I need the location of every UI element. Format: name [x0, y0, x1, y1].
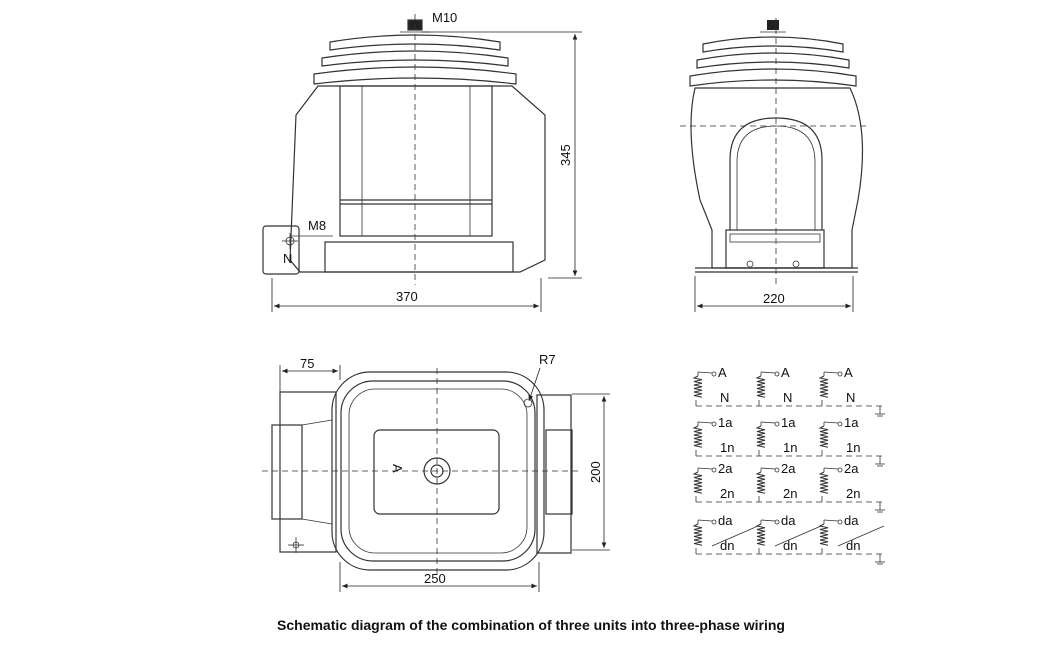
winding-coil-icon — [755, 523, 766, 546]
wiring-bottom-label: N — [783, 390, 792, 405]
winding-coil-icon — [692, 375, 703, 398]
winding-coil-icon — [818, 425, 829, 448]
front-height-label: 345 — [558, 144, 573, 166]
delta-link — [774, 525, 822, 547]
wiring-top-label: 1a — [844, 415, 859, 430]
front-body — [289, 85, 546, 273]
delta-link — [711, 525, 759, 547]
wiring-top-label: 2a — [718, 461, 733, 476]
front-view: N M8 M10 345 370 — [262, 10, 582, 312]
wiring-top-label: A — [718, 365, 727, 380]
wiring-bottom-label: dn — [846, 538, 860, 553]
top-view: A R7 75 200 250 — [262, 352, 610, 592]
top-terminal-label: A — [390, 464, 405, 473]
side-top-bolt-icon — [767, 20, 779, 30]
top-ground-icon — [292, 541, 300, 549]
winding-coil-icon — [692, 425, 703, 448]
wiring-bottom-label: N — [720, 390, 729, 405]
ground-block — [262, 225, 300, 275]
wiring-top-label: 1a — [781, 415, 796, 430]
winding-coil-icon — [755, 471, 766, 494]
wiring-bottom-label: 1n — [783, 440, 797, 455]
left-flange — [279, 391, 337, 553]
terminal-dot-icon — [711, 467, 717, 473]
front-terminal-label: N — [283, 251, 292, 266]
winding-coil-icon — [692, 523, 703, 546]
ground-bolt-label: M8 — [308, 218, 326, 233]
terminal-dot-icon — [711, 421, 717, 427]
wiring-bottom-label: 2n — [720, 486, 734, 501]
wiring-top-label: da — [781, 513, 796, 528]
wiring-top-label: da — [718, 513, 733, 528]
delta-link — [837, 525, 885, 547]
winding-coil-icon — [818, 471, 829, 494]
wiring-bottom-label: 2n — [783, 486, 797, 501]
winding-coil-icon — [755, 375, 766, 398]
wiring-schematic: ANANAN1a1n1a1n1a1n2a2n2a2n2a2ndadndadnda… — [692, 365, 885, 565]
wiring-bottom-label: 1n — [846, 440, 860, 455]
winding-coil-icon — [755, 425, 766, 448]
right-flange — [536, 394, 572, 554]
front-base-plate — [324, 241, 514, 273]
terminal-dot-icon — [837, 371, 843, 377]
wiring-bottom-label: 2n — [846, 486, 860, 501]
left-boss — [271, 424, 303, 520]
terminal-dot-icon — [837, 421, 843, 427]
winding-coil-icon — [818, 523, 829, 546]
top-inner-window — [373, 429, 500, 515]
side-body — [690, 87, 864, 269]
wiring-bottom-label: 1n — [720, 440, 734, 455]
shed-bottom — [313, 66, 517, 85]
wiring-bottom-label: dn — [783, 538, 797, 553]
front-core-window — [339, 85, 493, 237]
wiring-top-label: A — [844, 365, 853, 380]
wiring-bottom-label: N — [846, 390, 855, 405]
terminal-dot-icon — [837, 519, 843, 525]
caption: Schematic diagram of the combination of … — [277, 617, 785, 633]
radius-label: R7 — [539, 352, 556, 367]
shed-top — [329, 34, 501, 51]
wiring-top-label: A — [781, 365, 790, 380]
terminal-dot-icon — [711, 371, 717, 377]
top-width-label: 250 — [424, 571, 446, 586]
wiring-top-label: 1a — [718, 415, 733, 430]
shed-middle — [321, 50, 509, 67]
wiring-bottom-label: dn — [720, 538, 734, 553]
wiring-top-label: da — [844, 513, 859, 528]
side-view: 220 — [680, 18, 866, 312]
flange-dim-label: 75 — [300, 356, 314, 371]
winding-coil-icon — [692, 471, 703, 494]
terminal-dot-icon — [774, 421, 780, 427]
top-height-label: 200 — [588, 461, 603, 483]
terminal-dot-icon — [774, 467, 780, 473]
wiring-top-label: 2a — [781, 461, 796, 476]
terminal-dot-icon — [711, 519, 717, 525]
winding-coil-icon — [818, 375, 829, 398]
front-width-label: 370 — [396, 289, 418, 304]
top-bolt-label: M10 — [432, 10, 457, 25]
side-terminal-box — [725, 229, 825, 269]
side-width-label: 220 — [763, 291, 785, 306]
wiring-top-label: 2a — [844, 461, 859, 476]
terminal-dot-icon — [774, 519, 780, 525]
terminal-dot-icon — [837, 467, 843, 473]
terminal-dot-icon — [774, 371, 780, 377]
